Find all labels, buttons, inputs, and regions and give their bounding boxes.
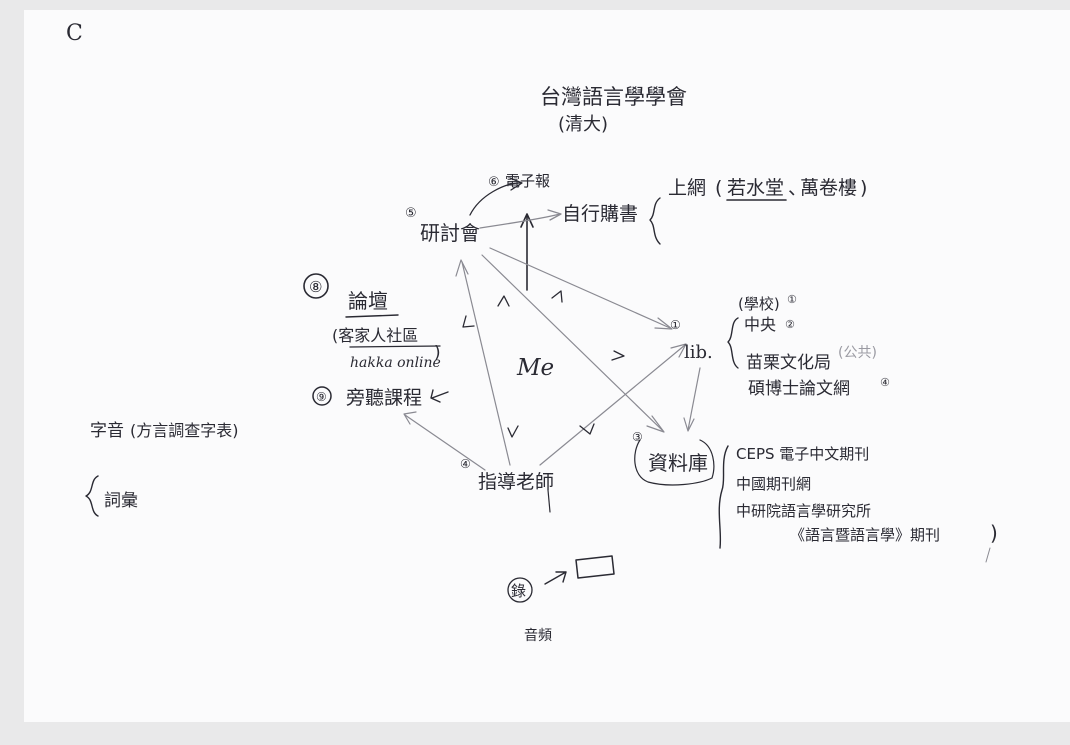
database-number: ③ <box>632 430 643 444</box>
page-title: 台灣語言學學會 <box>540 85 687 109</box>
audit-label: 旁聽課程 <box>346 387 422 409</box>
seminar-label: 研討會 <box>420 221 480 245</box>
database-brace-close: ) <box>990 521 998 545</box>
lib-item-1-num: ② <box>785 318 795 331</box>
dictionary-label: 字音 <box>90 421 124 441</box>
dictionary-sub: (方言調查字表) <box>130 421 239 440</box>
dictionary-sub-2: 詞彙 <box>104 491 138 511</box>
online-shop-1: 若水堂 <box>727 177 784 199</box>
lib-number: ① <box>670 318 681 332</box>
lib-item-2: 苗栗文化局 <box>746 353 831 373</box>
forum-label: 論壇 <box>348 289 388 313</box>
lib-item-0: (學校) <box>738 295 780 313</box>
forum-sub-close: ) <box>434 343 441 363</box>
database-label: 資料庫 <box>648 451 708 475</box>
advisor-label: 指導老師 <box>478 471 554 493</box>
recording-label: 錄 <box>511 582 526 600</box>
page-subtitle: (清大) <box>558 114 608 135</box>
lib-item-2-note: (公共) <box>838 345 877 361</box>
recording-caption: 音頻 <box>524 627 552 644</box>
enews-label: 電子報 <box>505 172 550 190</box>
online-paren-open: ( <box>715 177 722 199</box>
forum-sub-1: (客家人社區 <box>332 326 418 345</box>
database-item-0: CEPS 電子中文期刊 <box>736 445 869 463</box>
seminar-number: ⑤ <box>405 206 417 221</box>
lib-label: lib. <box>684 342 713 363</box>
center-me-label: Me <box>516 355 554 381</box>
lib-item-3: 碩博士論文網 <box>748 379 850 399</box>
online-shop-2: 萬卷樓 <box>800 177 857 199</box>
selfbuy-label: 自行購書 <box>562 203 638 225</box>
forum-sub-2: hakka online <box>350 355 441 371</box>
audit-number: ⑨ <box>316 390 327 404</box>
database-item-3: 《語言暨語言學》期刊 <box>790 526 940 544</box>
corner-mark: C <box>66 21 83 46</box>
advisor-number: ④ <box>460 457 471 471</box>
lib-item-0-num: ① <box>787 293 797 306</box>
forum-number: ⑧ <box>309 278 322 296</box>
online-label: 上網 <box>668 177 706 199</box>
database-item-2: 中研院語言學研究所 <box>736 502 871 520</box>
lib-item-3-num: ④ <box>880 376 890 389</box>
enews-number: ⑥ <box>488 175 500 190</box>
online-paren-close: ) <box>860 177 867 199</box>
lib-item-1: 中央 <box>744 315 776 334</box>
database-item-1: 中國期刊網 <box>736 475 811 493</box>
